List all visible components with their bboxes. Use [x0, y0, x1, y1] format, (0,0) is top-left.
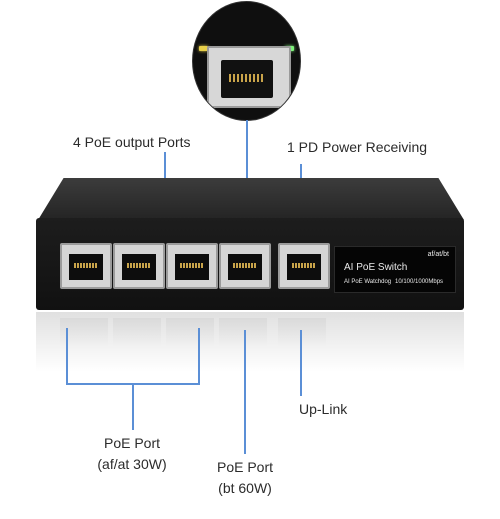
label-poe-output-ports: 4 PoE output Ports [73, 134, 191, 150]
poe-at-bracket-right [198, 328, 200, 384]
poe-port-1 [60, 243, 112, 289]
port-pins [127, 263, 151, 268]
panel-speed: 10/100/1000Mbps [395, 279, 444, 285]
port-pins [74, 263, 98, 268]
port-pins [292, 263, 316, 268]
label-uplink: Up-Link [299, 401, 348, 417]
poe-at-pointer [132, 384, 134, 430]
reflection-port [60, 318, 108, 346]
panel-watchdog: AI PoE Watchdog [344, 279, 392, 285]
label-poe-port-at-line2: (af/at 30W) [97, 456, 167, 472]
uplink-port [278, 243, 330, 289]
panel-product-name: AI PoE Switch [344, 262, 408, 273]
poe-port-2 [113, 243, 165, 289]
label-poe-port-at: PoE Port (af/at 30W) [82, 434, 182, 473]
panel-standards: af/at/bt [427, 251, 449, 258]
poe-bt-pointer [244, 330, 246, 454]
reflection-port [113, 318, 161, 346]
device-reflection [36, 312, 464, 372]
label-poe-port-bt-line1: PoE Port [216, 459, 274, 475]
poe-at-bracket-left [66, 328, 68, 384]
port-pins [233, 263, 257, 268]
poe-output-pointer [164, 152, 166, 183]
label-pd-power-receiving: 1 PD Power Receiving [287, 139, 428, 155]
uplink-pointer [300, 330, 302, 396]
reflection-port [166, 318, 214, 346]
poe-port-3 [166, 243, 218, 289]
label-poe-port-at-line1: PoE Port [103, 435, 161, 451]
product-label-panel: af/at/bt AI PoE Switch AI PoE Watchdog 1… [334, 246, 456, 293]
port-pins [180, 263, 204, 268]
label-poe-port-bt: PoE Port (bt 60W) [195, 458, 295, 497]
label-poe-port-bt-line2: (bt 60W) [218, 480, 272, 496]
zoom-port-pins [229, 74, 265, 82]
zoom-rj45-port [207, 46, 291, 108]
port-zoom-inset [193, 2, 300, 120]
switch-top-surface [38, 178, 464, 220]
reflection-port [278, 318, 326, 346]
reflection-port [219, 318, 267, 346]
poe-port-4 [219, 243, 271, 289]
zoom-led-yellow [199, 46, 208, 51]
